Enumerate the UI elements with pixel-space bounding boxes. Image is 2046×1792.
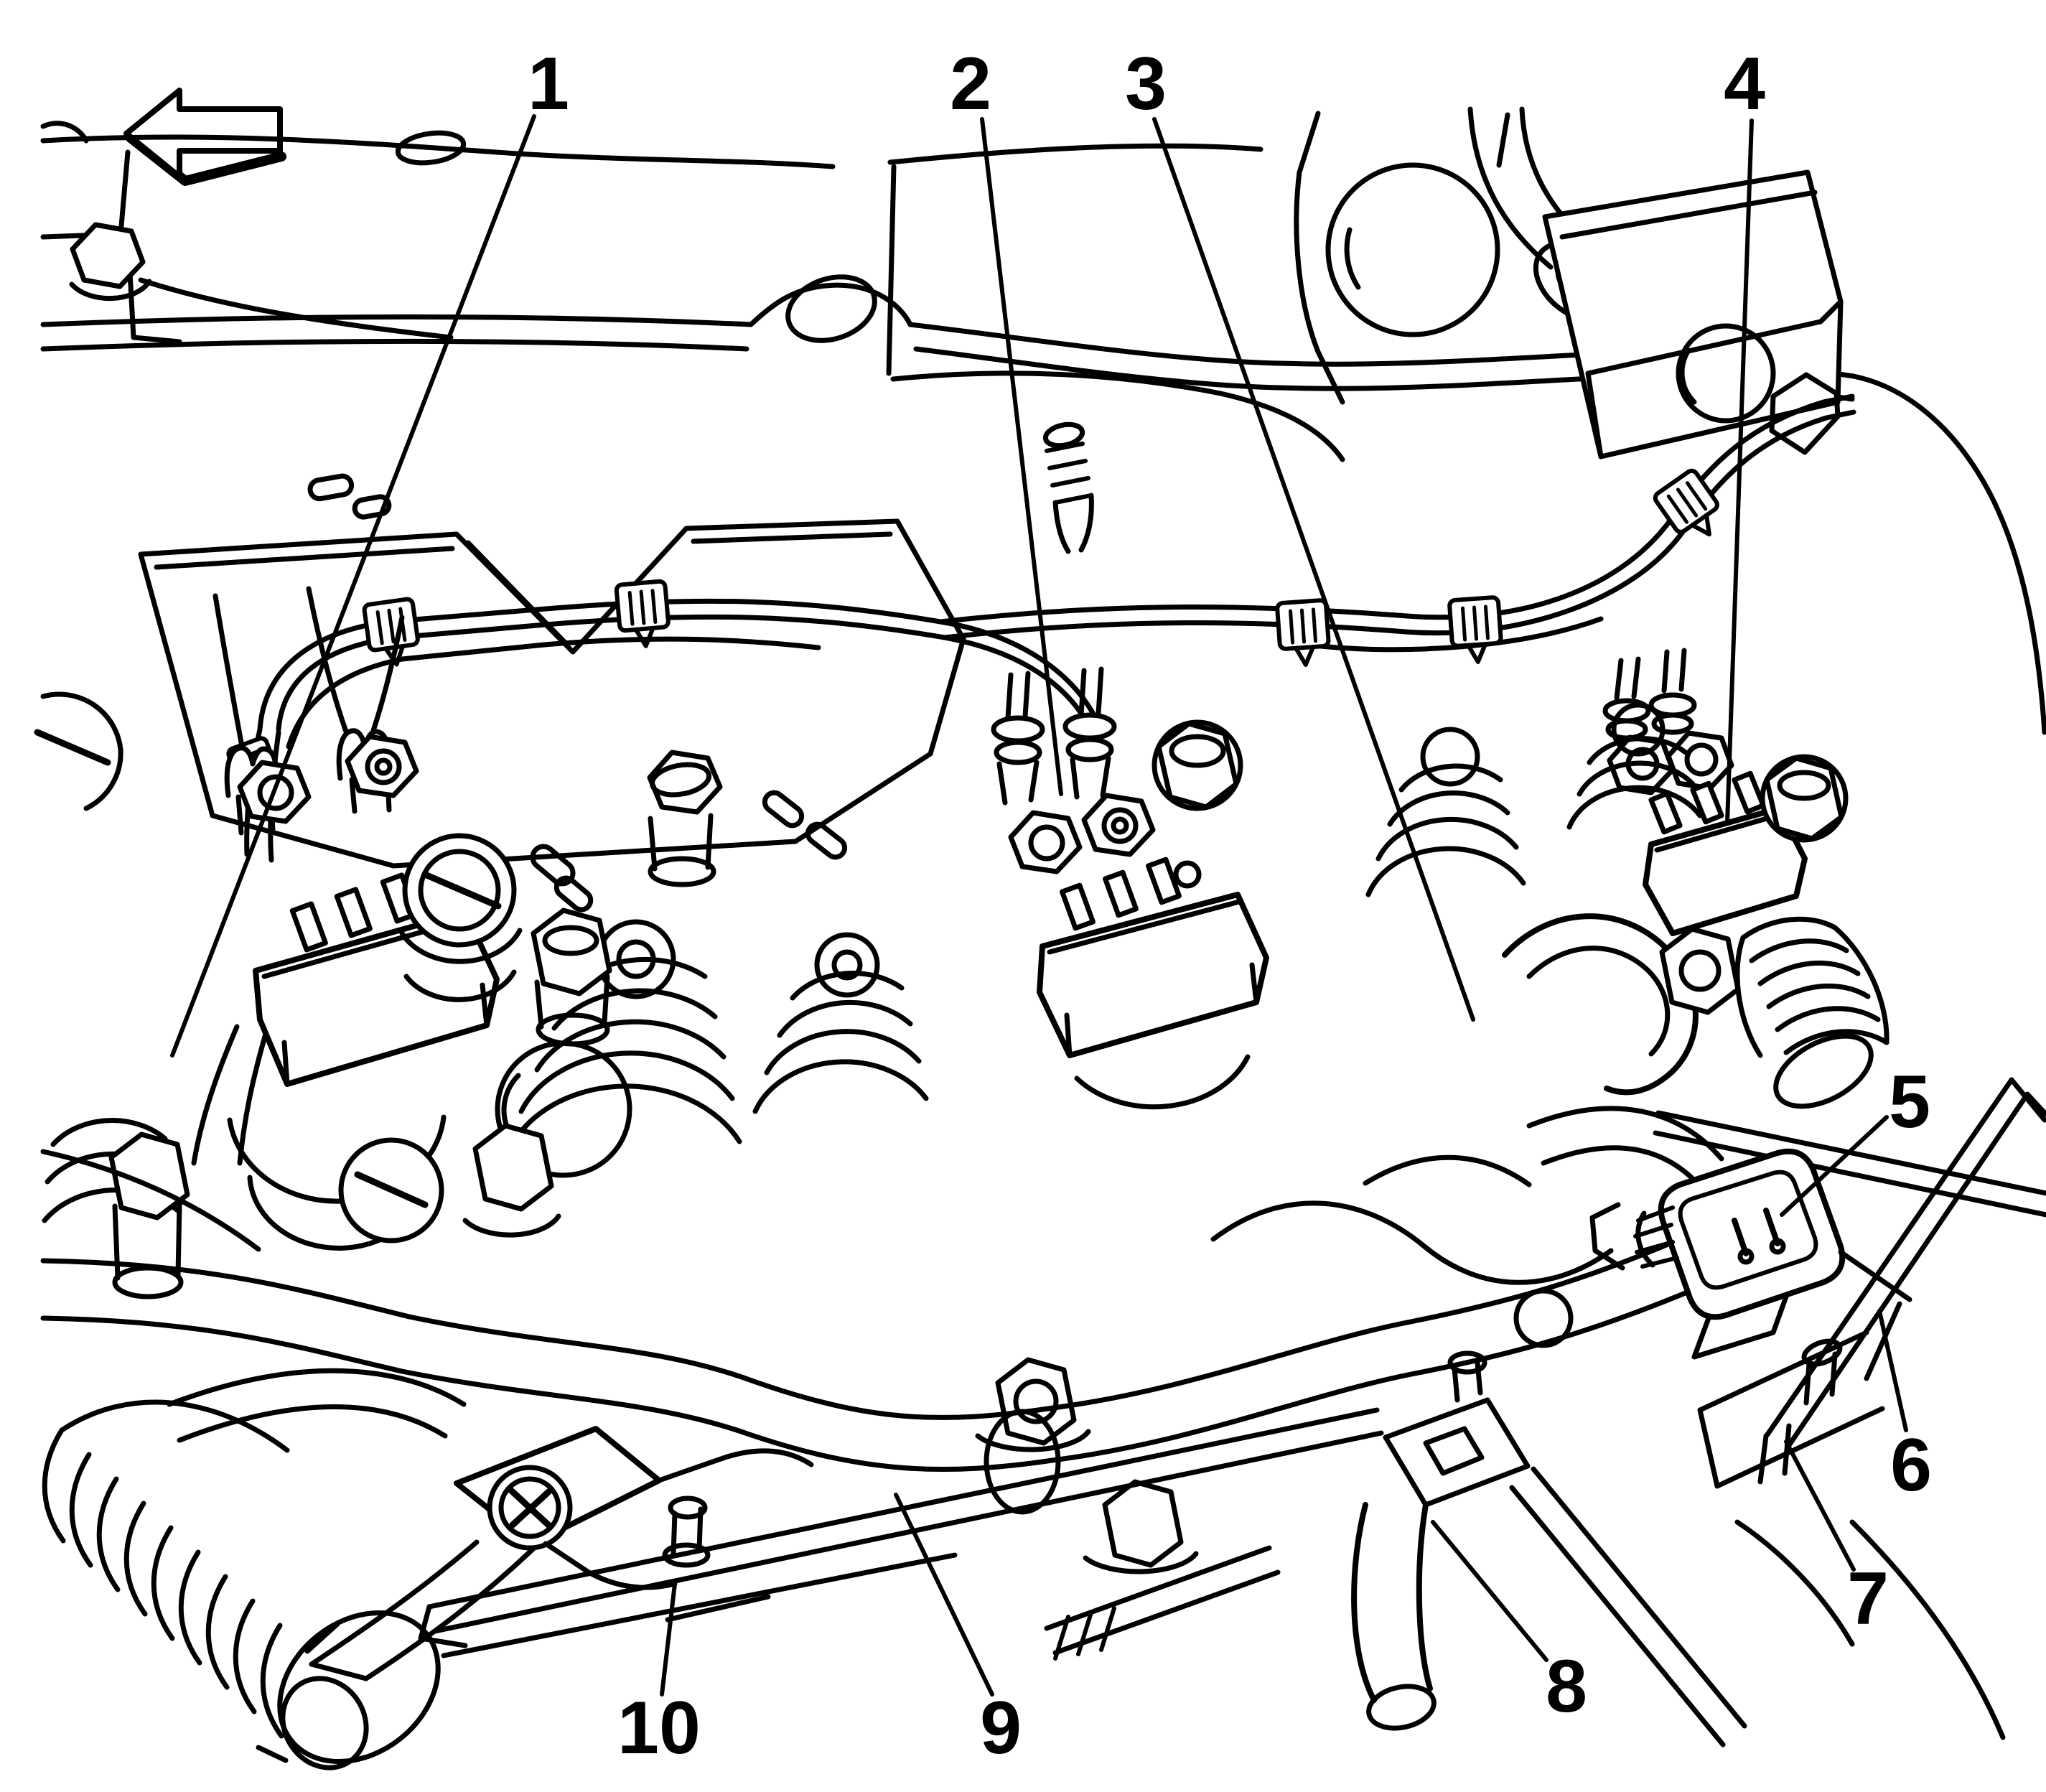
callout-label-2: 2: [950, 42, 991, 126]
cover-mid-edges: [886, 164, 1345, 462]
pipe-bracket-cluster: [1697, 1330, 2006, 1740]
callout-label-9: 9: [980, 1686, 1022, 1770]
callout-label-4: 4: [1724, 42, 1765, 126]
callout-leader-lines: [170, 114, 1908, 1697]
rocker-cover-band: [40, 1149, 1690, 1515]
harness-clip-and-hose: [1351, 1350, 1747, 1747]
callout-leader-3: [1152, 117, 1475, 1022]
valve-springs: [42, 702, 1703, 1223]
callout-label-8: 8: [1546, 1645, 1587, 1728]
callout-leader-1: [170, 114, 536, 1058]
callout-leader-2: [980, 117, 1063, 796]
callout-label-5: 5: [1889, 1060, 1930, 1144]
callout-leader-7: [1784, 1439, 1856, 1572]
callout-label-10: 10: [617, 1686, 701, 1770]
callout-leader-8: [1431, 1520, 1548, 1662]
left-arrow-icon: [123, 88, 286, 186]
callout-leader-4: [1725, 118, 1754, 825]
harness-loop: [1502, 913, 1699, 1096]
callout-leader-10: [660, 1582, 677, 1697]
callout-leader-6: [1877, 1309, 1908, 1432]
fuel-injector-right: [1602, 648, 1849, 936]
callout-labels: 1 2 3 4 5 6 7 8 9 10: [528, 42, 1932, 1770]
injector-harness-bracket-plate: [138, 473, 966, 913]
corrugated-hose: [42, 1399, 441, 1770]
callout-leader-5: [1780, 1115, 1889, 1217]
threaded-stud: [1042, 421, 1094, 554]
glow-plug-left: [399, 833, 523, 1002]
valve-cover-top-edge: [40, 121, 1263, 345]
callout-label-7: 7: [1847, 1557, 1889, 1641]
upper-bracket-assembly: [1294, 106, 2046, 735]
callout-label-1: 1: [528, 42, 569, 126]
fuel-return-pipes: [1653, 1077, 2046, 1450]
callout-label-6: 6: [1890, 1424, 1932, 1507]
fuel-injector-center: [991, 666, 1269, 1110]
glow-plug-right-ribbed: [1734, 916, 1889, 1109]
callout-label-3: 3: [1125, 42, 1167, 126]
ground-strap-assembly: [167, 1368, 814, 1681]
callout-leader-9: [894, 1493, 994, 1697]
sensor-connector: [1526, 1106, 1912, 1381]
hex-bolt: [69, 222, 152, 302]
